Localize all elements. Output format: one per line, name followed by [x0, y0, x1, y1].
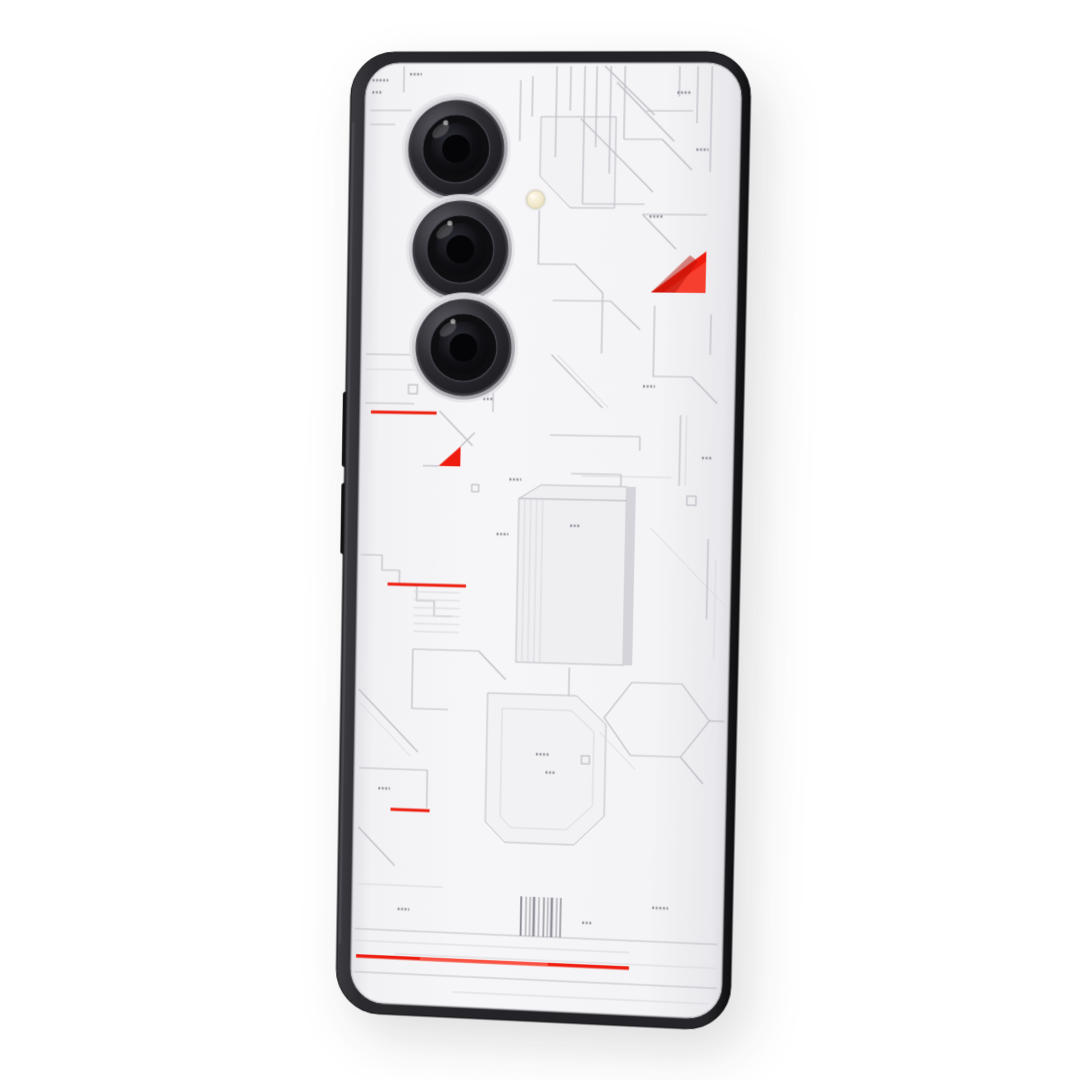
camera-lens-3	[408, 291, 519, 404]
volume-button	[341, 391, 350, 468]
skin-pattern	[356, 66, 739, 1004]
camera-lens-2	[405, 193, 516, 306]
power-button	[340, 482, 349, 555]
phone	[336, 52, 752, 1031]
red-line-accent-bottom	[356, 954, 629, 970]
red-dash-accent-left	[371, 412, 437, 413]
red-line-accent-vents	[388, 584, 466, 586]
red-triangle-accent-small	[438, 446, 461, 467]
red-triangle-accent-large	[650, 250, 707, 294]
camera-module	[400, 93, 547, 404]
camera-lens-1	[400, 93, 512, 205]
flash-led	[524, 188, 547, 211]
red-dash-accent-lower	[391, 809, 430, 810]
phone-illustration	[336, 52, 752, 1031]
